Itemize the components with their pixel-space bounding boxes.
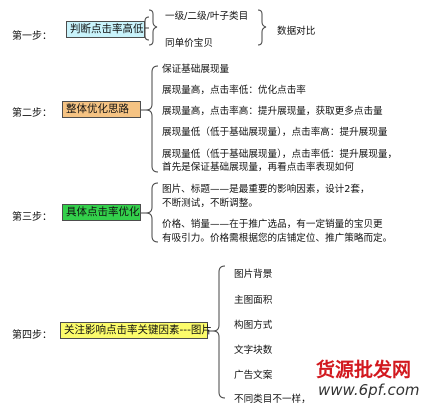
step-1-item-2: 同单价宝贝 xyxy=(165,38,213,49)
step-4-box: 关注影响点击率关键因素---图片 xyxy=(60,322,212,339)
step-1-label: 第一步： xyxy=(12,31,52,42)
step-3-item-2: 不断测试，不断调整。 xyxy=(162,198,258,209)
step-1-box: 判断点击率高低 xyxy=(66,21,145,38)
watermark-title: 货源批发网 xyxy=(316,359,412,381)
step-2-item-5: 展现量低（低于基础展现量），点击率低：提升展现量， xyxy=(162,149,398,160)
step-2-box: 整体优化思路 xyxy=(62,101,141,118)
step-2-item-1: 保证基础展现量 xyxy=(162,64,230,75)
watermark-url: www.6pf.com xyxy=(318,381,420,399)
step-3-item-1: 图片、标题——是最重要的影响因素，设计2套， xyxy=(162,184,370,195)
step-3-box: 具体点击率优化 xyxy=(62,204,141,221)
step-2-item-4: 展现量低（低于基础展现量），点击率高：提升展现量 xyxy=(162,127,388,138)
step-4-item-6: 不同类目不一样， xyxy=(234,394,311,405)
step-4-item-4: 文字块数 xyxy=(234,345,273,356)
step-4-item-2: 主图面积 xyxy=(234,295,273,306)
step-4-item-3: 构图方式 xyxy=(234,320,273,331)
step-1-item-1: 一级/二级/叶子类目 xyxy=(165,11,249,22)
step-3-label: 第三步： xyxy=(12,212,52,223)
step-2-item-6: 首先是保证基础展现量，再看点击率表现如何 xyxy=(162,162,354,173)
step-4-label: 第四步： xyxy=(12,330,52,341)
step-3-item-4: 有吸引力。价格需根据您的店铺定位、推广策略而定。 xyxy=(162,233,393,244)
step-2-item-3: 展现量高，点击率高：提升展现量，获取更多点击量 xyxy=(162,106,383,117)
step-3-item-3: 价格、销量——在于推广选品，有一定销量的宝贝更 xyxy=(162,219,383,230)
step-2-label: 第二步： xyxy=(12,108,52,119)
step-1-result: 数据对比 xyxy=(277,26,316,37)
step-2-item-2: 展现量高，点击率低：优化点击率 xyxy=(162,85,306,96)
step-4-item-5: 广告文案 xyxy=(234,370,273,381)
step-4-item-1: 图片背景 xyxy=(234,269,273,280)
